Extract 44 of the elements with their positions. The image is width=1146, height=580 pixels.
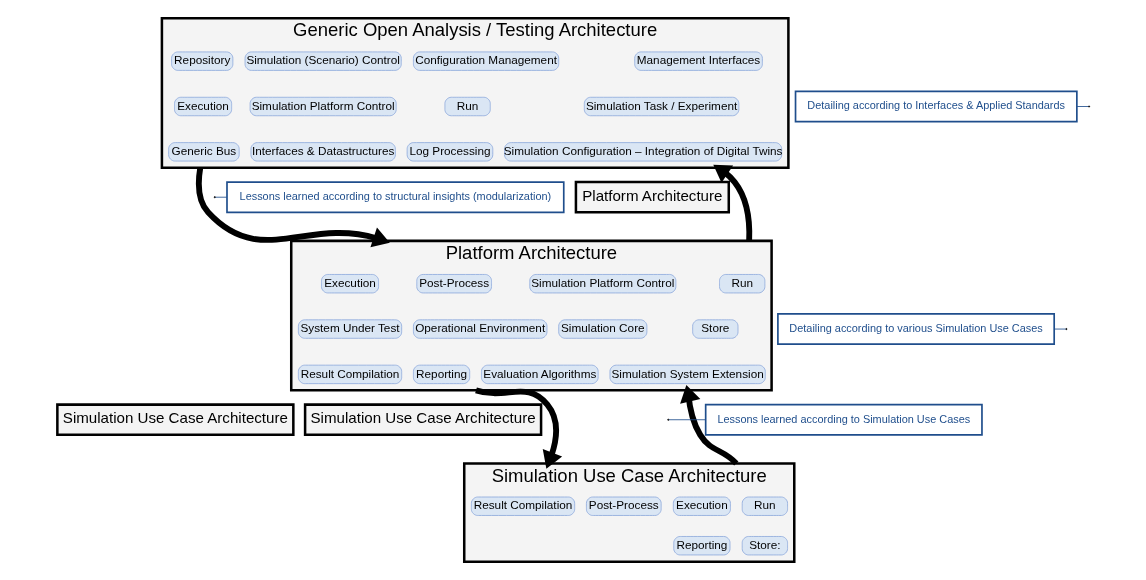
node-box: Lessons learned according to structural insights (modularization) bbox=[225, 181, 565, 214]
node-box: Simulation Core bbox=[557, 319, 647, 339]
arrow bbox=[474, 387, 562, 469]
node-box: Simulation Platform Control bbox=[249, 96, 397, 117]
node-box: Store: bbox=[741, 536, 788, 556]
node-box: Result Compilation bbox=[470, 496, 575, 516]
node-box: Simulation (Scenario) Control bbox=[244, 51, 402, 71]
connector bbox=[668, 419, 706, 421]
node-box: Simulation Platform Control bbox=[528, 274, 676, 294]
arrow bbox=[195, 167, 390, 248]
node-box: Execution bbox=[320, 274, 379, 294]
node-box: Run bbox=[718, 274, 765, 294]
arrow bbox=[712, 164, 752, 241]
connector bbox=[1076, 106, 1089, 107]
node-box: Result Compilation bbox=[297, 364, 402, 385]
node-box: Simulation System Extension bbox=[609, 364, 766, 385]
node-box: System Under Test bbox=[297, 319, 402, 339]
node-box: Simulation Use Case Architecture bbox=[303, 403, 542, 437]
connector bbox=[214, 196, 227, 198]
node-box: Lessons learned according to Simulation Use Cases bbox=[704, 403, 983, 436]
node-box: Store bbox=[691, 319, 738, 339]
node-box: Detailing according to various Simulation Use Cases bbox=[776, 313, 1055, 345]
node-box: Detailing according to Interfaces & Applied Standards bbox=[794, 90, 1078, 123]
node-box: Configuration Management bbox=[412, 51, 559, 71]
node-box: Log Processing bbox=[406, 142, 493, 162]
node-box: Execution bbox=[173, 96, 232, 117]
node-box: Platform Architecture bbox=[574, 180, 730, 214]
node-box: Post-Process bbox=[585, 496, 662, 516]
node-box: Reporting bbox=[412, 364, 470, 385]
node-box: Evaluation Algorithms bbox=[480, 364, 599, 385]
node-box: Execution bbox=[672, 496, 731, 516]
node-box: Run bbox=[741, 496, 788, 516]
node-box: Simulation Configuration – Integration of Digital Twins bbox=[503, 142, 782, 162]
node-box: Repository bbox=[170, 51, 233, 71]
node-box: Operational Environment bbox=[412, 319, 547, 339]
node-box: Management Interfaces bbox=[633, 51, 763, 71]
node-box: Generic Bus bbox=[167, 142, 240, 162]
node-box: Post-Process bbox=[415, 274, 492, 294]
node-box: Interfaces & Datastructures bbox=[250, 142, 396, 162]
arrow bbox=[679, 384, 738, 466]
node-box: Reporting bbox=[672, 536, 730, 556]
node-box: Simulation Use Case Architecture bbox=[55, 403, 295, 437]
node-box: Run bbox=[444, 96, 491, 117]
node-box: Simulation Task / Experiment bbox=[583, 96, 739, 117]
